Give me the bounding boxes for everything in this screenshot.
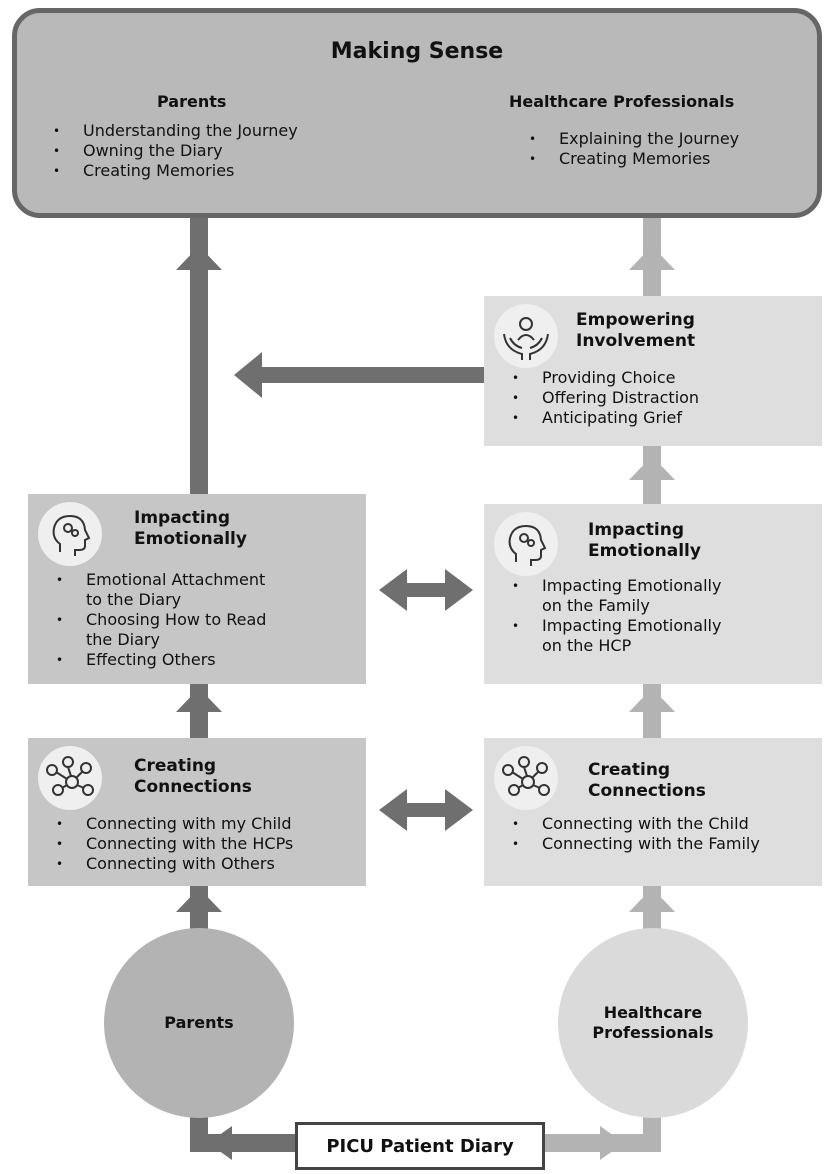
arrow-up-hcp-mid2 (629, 688, 675, 712)
head-gears-icon (38, 502, 102, 566)
connections-left-title: Creating Connections (134, 756, 252, 798)
arrow-up-parents-top (176, 246, 222, 270)
list-item: Providing Choice (512, 368, 699, 388)
list-item: Impacting Emotionally on the Family (512, 576, 721, 616)
empower-link-line (262, 367, 484, 383)
list-item: Connecting with my Child (56, 814, 293, 834)
title-line: Impacting (134, 508, 230, 528)
hcp-node: Healthcare Professionals (558, 928, 748, 1118)
parents-node-label: Parents (164, 1013, 234, 1032)
hcp-heading: Healthcare Professionals (509, 92, 735, 111)
hcp-sense-list: Explaining the Journey Creating Memories (529, 129, 739, 169)
list-item: Creating Memories (53, 161, 298, 181)
arrow-up-parents-mid (176, 688, 222, 712)
item-line: Impacting Emotionally (542, 616, 722, 635)
empowering-involvement-box: Empowering Involvement Providing Choice … (484, 296, 822, 446)
title-line: Empowering (576, 310, 695, 330)
title-line: Involvement (576, 331, 696, 351)
connect-bidir-line (405, 803, 447, 817)
title-line: Impacting (588, 520, 684, 540)
arrow-left-diary (208, 1126, 232, 1160)
diary-link-left (190, 1134, 295, 1152)
list-item: Connecting with Others (56, 854, 293, 874)
title-line: Emotionally (588, 541, 701, 561)
item-line: Choosing How to Read (86, 610, 267, 629)
impacting-emotionally-parents-box: Impacting Emotionally Emotional Attachme… (28, 494, 366, 684)
impact-bidir-right-head (445, 569, 473, 611)
list-item: Impacting Emotionally on the HCP (512, 616, 721, 656)
arrow-left-empower (234, 352, 262, 398)
title-line: Connections (588, 781, 706, 801)
list-item: Connecting with the Family (512, 834, 760, 854)
impact-bidir-line (405, 583, 447, 597)
hands-holding-person-icon (494, 304, 558, 368)
list-item: Understanding the Journey (53, 121, 298, 141)
list-item: Anticipating Grief (512, 408, 699, 428)
impacting-left-list: Emotional Attachment to the Diary Choosi… (56, 570, 266, 670)
diary-label: PICU Patient Diary (326, 1135, 514, 1157)
list-item: Creating Memories (529, 149, 739, 169)
network-people-icon (38, 746, 102, 810)
making-sense-title: Making Sense (330, 39, 504, 64)
list-item: Emotional Attachment to the Diary (56, 570, 266, 610)
list-item: Connecting with the HCPs (56, 834, 293, 854)
connections-right-list: Connecting with the Child Connecting wit… (512, 814, 760, 854)
empowering-list: Providing Choice Offering Distraction An… (512, 368, 699, 428)
impacting-right-list: Impacting Emotionally on the Family Impa… (512, 576, 721, 656)
parents-node: Parents (104, 928, 294, 1118)
connect-bidir-right-head (445, 789, 473, 831)
impact-bidir-left-head (379, 569, 407, 611)
hcp-node-line: Healthcare (603, 1003, 703, 1022)
creating-connections-parents-box: Creating Connections Connecting with my … (28, 738, 366, 886)
impacting-emotionally-hcp-box: Impacting Emotionally Impacting Emotiona… (484, 504, 822, 684)
list-item: Owning the Diary (53, 141, 298, 161)
item-line: Effecting Others (86, 650, 216, 669)
connections-left-list: Connecting with my Child Connecting with… (56, 814, 293, 874)
impacting-right-title: Impacting Emotionally (588, 520, 701, 562)
making-sense-box: Making Sense Parents Understanding the J… (12, 8, 822, 218)
title-line: Emotionally (134, 529, 247, 549)
hcp-node-label: Healthcare Professionals (592, 1003, 713, 1043)
list-item: Connecting with the Child (512, 814, 760, 834)
list-item: Choosing How to Read the Diary (56, 610, 266, 650)
item-line: on the Family (542, 596, 650, 615)
item-line: to the Diary (86, 590, 182, 609)
network-people-icon (494, 746, 558, 810)
item-line: the Diary (86, 630, 160, 649)
head-gears-icon (494, 512, 558, 576)
arrow-up-hcp-mid1 (629, 456, 675, 480)
picu-patient-diary-box: PICU Patient Diary (295, 1122, 545, 1170)
creating-connections-hcp-box: Creating Connections Connecting with the… (484, 738, 822, 886)
list-item: Explaining the Journey (529, 129, 739, 149)
empowering-title: Empowering Involvement (576, 310, 695, 352)
arrow-up-hcp-top (629, 246, 675, 270)
arrow-up-parents-low (176, 888, 222, 912)
title-line: Creating (588, 760, 671, 780)
list-item: Effecting Others (56, 650, 266, 670)
title-line: Connections (134, 777, 252, 797)
arrow-right-diary (600, 1126, 624, 1160)
connect-bidir-left-head (379, 789, 407, 831)
item-line: on the HCP (542, 636, 632, 655)
item-line: Emotional Attachment (86, 570, 266, 589)
list-item: Offering Distraction (512, 388, 699, 408)
title-line: Creating (134, 756, 217, 776)
parents-sense-list: Understanding the Journey Owning the Dia… (53, 121, 298, 181)
connections-right-title: Creating Connections (588, 760, 706, 802)
item-line: Impacting Emotionally (542, 576, 722, 595)
impacting-left-title: Impacting Emotionally (134, 508, 247, 550)
parents-heading: Parents (157, 92, 227, 111)
hcp-node-line: Professionals (592, 1023, 714, 1042)
arrow-up-hcp-low (629, 888, 675, 912)
